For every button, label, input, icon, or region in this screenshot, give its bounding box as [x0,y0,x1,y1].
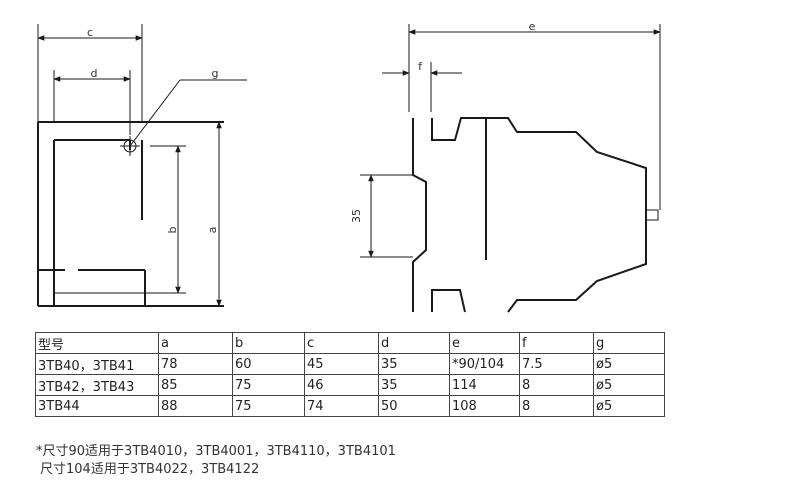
table-cell: 75 [232,374,305,396]
header-e: e [449,332,520,354]
dim-d-label: d [91,67,98,80]
dimension-table: 型号 a b c d e f g 3TB40，3TB41 78 60 45 35… [35,332,665,417]
table-cell: 3TB42，3TB43 [35,374,159,396]
table-cell: 75 [232,395,305,417]
dim-a-label: a [206,227,219,234]
side-view: e f 35 [350,20,661,313]
header-d: d [378,332,450,354]
table-cell: ø5 [593,353,665,375]
side-tab [645,209,659,221]
table-cell: ø5 [593,395,665,417]
header-f: f [519,332,594,354]
table-cell: 46 [304,374,379,396]
table-cell: ø5 [593,374,665,396]
table-cell: 3TB44 [35,395,159,417]
header-b: b [232,332,305,354]
table-cell: 35 [378,353,450,375]
table-row: 3TB40，3TB41 78 60 45 35 *90/104 7.5 ø5 [35,353,665,375]
table-cell: 45 [304,353,379,375]
table-cell: 108 [449,395,520,417]
table-cell: 74 [304,395,379,417]
table-cell: 114 [449,374,520,396]
dim-rail-label: 35 [350,209,363,223]
table-row: 3TB42，3TB43 85 75 46 35 114 8 ø5 [35,374,665,396]
table-cell: 35 [378,374,450,396]
table-cell: 3TB40，3TB41 [35,353,159,375]
table-row: 3TB44 88 75 74 50 108 8 ø5 [35,395,665,417]
dim-b-label: b [166,226,179,233]
table-cell: 7.5 [519,353,594,375]
table-cell: 60 [232,353,305,375]
table-cell: 50 [378,395,450,417]
header-c: c [304,332,379,354]
dim-c-label: c [87,26,93,39]
header-a: a [158,332,233,354]
dimension-drawing: c d g b a e [37,20,661,313]
table-cell: 85 [158,374,233,396]
front-view: c d g b a [37,24,247,307]
table-cell: *90/104 [449,353,520,375]
footnote-line-1: *尺寸90适用于3TB4010，3TB4001，3TB4110，3TB4101 [36,444,396,459]
header-model: 型号 [35,332,159,354]
dim-g-leader [129,79,181,147]
dim-e-label: e [529,20,536,33]
table-cell: 88 [158,395,233,417]
dim-f-label: f [418,60,423,73]
dim-g-label: g [212,67,219,80]
table-cell: 8 [519,395,594,417]
table-header-row: 型号 a b c d e f g [35,332,665,354]
table-cell: 78 [158,353,233,375]
table-cell: 8 [519,374,594,396]
footnote-line-2: 尺寸104适用于3TB4022，3TB4122 [40,462,260,477]
header-g: g [593,332,665,354]
